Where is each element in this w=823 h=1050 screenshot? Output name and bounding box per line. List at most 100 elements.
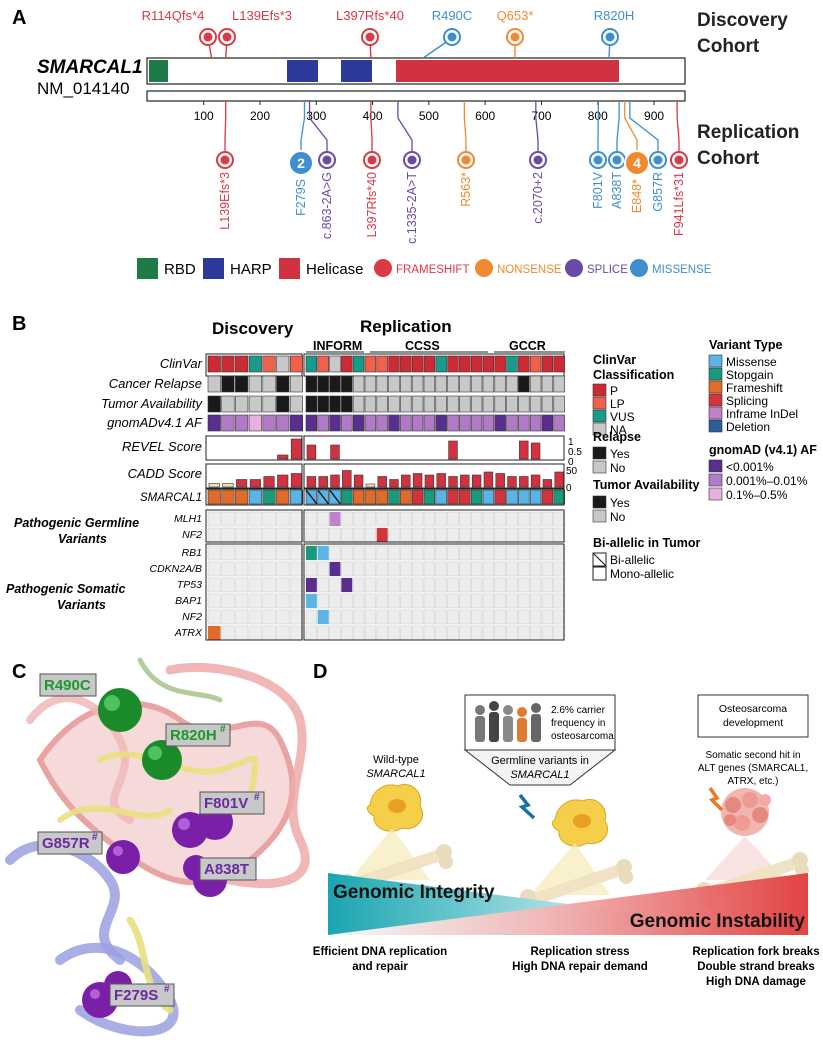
variant-label: R114Qfs*4 [142,8,205,23]
somatic-cell [289,561,304,577]
outcome-left-2: and repair [352,961,408,973]
variant-stem [308,101,328,152]
second-hit-line1: Somatic second hit in [705,750,800,761]
somatic-cell [459,561,471,577]
somatic-cell [305,625,318,641]
germline-cell [459,527,471,543]
somatic-gene-label: RB1 [182,547,202,559]
somatic-cell [411,545,424,561]
panel-c-letter: C [12,661,26,683]
clinvar-cell [276,355,290,373]
outcome-mid-1: Replication stress [530,946,629,958]
somatic-gene-label: TP53 [177,579,202,591]
somatic-cell [341,609,353,625]
somatic-cell [207,577,221,593]
somatic-cell [317,593,329,609]
somatic-cell [317,577,329,593]
somatic-cell [276,609,290,625]
domain-helicase [396,60,619,82]
relapse-cell [305,375,318,393]
variant-label: Q653* [497,8,534,23]
somatic-cell [447,561,459,577]
clinvar-cell [221,355,235,373]
somatic-cell [376,577,388,593]
germline-cell [262,527,276,543]
germline-cell [207,527,221,543]
somatic-cell [553,545,565,561]
af-cell [305,414,318,432]
tumor-cell [289,395,304,413]
somatic-cell [352,609,365,625]
germline-cell [459,511,471,527]
vtype-legend-label: Stopgain [726,368,773,382]
outcome-right-3: High DNA damage [706,976,806,988]
af-cell [482,414,495,432]
cadd-bar [530,474,541,488]
sphere-g857r [106,840,140,874]
somatic-cell [494,577,506,593]
cadd-bar [249,479,261,488]
germline-cell [364,527,377,543]
somatic-cell [289,593,304,609]
variant-head-core [447,32,457,42]
relapse-cell [459,375,471,393]
somatic-cell [364,561,377,577]
germline-line2: SMARCAL1 [510,769,569,781]
variant-label: c.2070+2 [531,172,545,224]
ribbon-sheet-2 [57,805,173,823]
variant-stem [629,101,659,152]
vtype-cell [364,489,377,505]
clinvar-cell [262,355,276,373]
instability-label: Genomic Instability [630,911,806,932]
af-cell [289,414,304,432]
somatic-cell [276,593,290,609]
af-cell [376,414,388,432]
tumor-cell [459,395,471,413]
germline-cell [518,511,530,527]
somatic-cell [376,561,388,577]
somatic-cell [411,577,424,593]
somatic-cell [494,545,506,561]
variant-stem [224,101,227,152]
osteo-line1: Osteosarcoma [719,703,787,715]
vtype-cell [423,489,436,505]
germline-cell [470,527,483,543]
tumor-cell [470,395,483,413]
variant-label: L139Efs*3 [218,172,232,230]
cadd-bar [342,470,352,488]
somatic-cell [482,609,495,625]
af-cell [388,414,400,432]
osteo-line2: development [723,717,783,729]
germline-cell [248,527,262,543]
tumor-cell [482,395,495,413]
somatic-cell [352,561,365,577]
somatic-cell [289,577,304,593]
outcome-right-2: Double strand breaks [697,961,815,973]
somatic-cell [459,545,471,561]
somatic-cell [529,593,542,609]
clinvar-cell [248,355,262,373]
germline-cell [352,527,365,543]
af-cell [553,414,565,432]
somatic-cell [289,609,304,625]
germline-gene-label: NF2 [182,529,202,541]
revel-bar [519,440,529,460]
clinvar-cell [447,355,459,373]
axis-tick-label: 200 [250,109,270,123]
germline-cell [317,527,329,543]
somatic-cell [289,625,304,641]
somatic-cell [262,593,276,609]
tumor-cell [447,395,459,413]
vtype-legend-title: Variant Type [709,338,782,352]
variant-head-core [203,32,213,42]
cadd-bar [353,474,364,488]
carrier-line1: 2.6% carrier [551,705,606,716]
variant-label: A838T [610,172,624,209]
structure-label-text: G857R [42,835,90,852]
cadd-bar [208,483,220,488]
vtype-legend-label: Inframe InDel [726,407,798,421]
lightning-icon-orange [708,786,724,812]
somatic-hit [306,594,317,608]
structure-label-hash: # [164,984,170,995]
